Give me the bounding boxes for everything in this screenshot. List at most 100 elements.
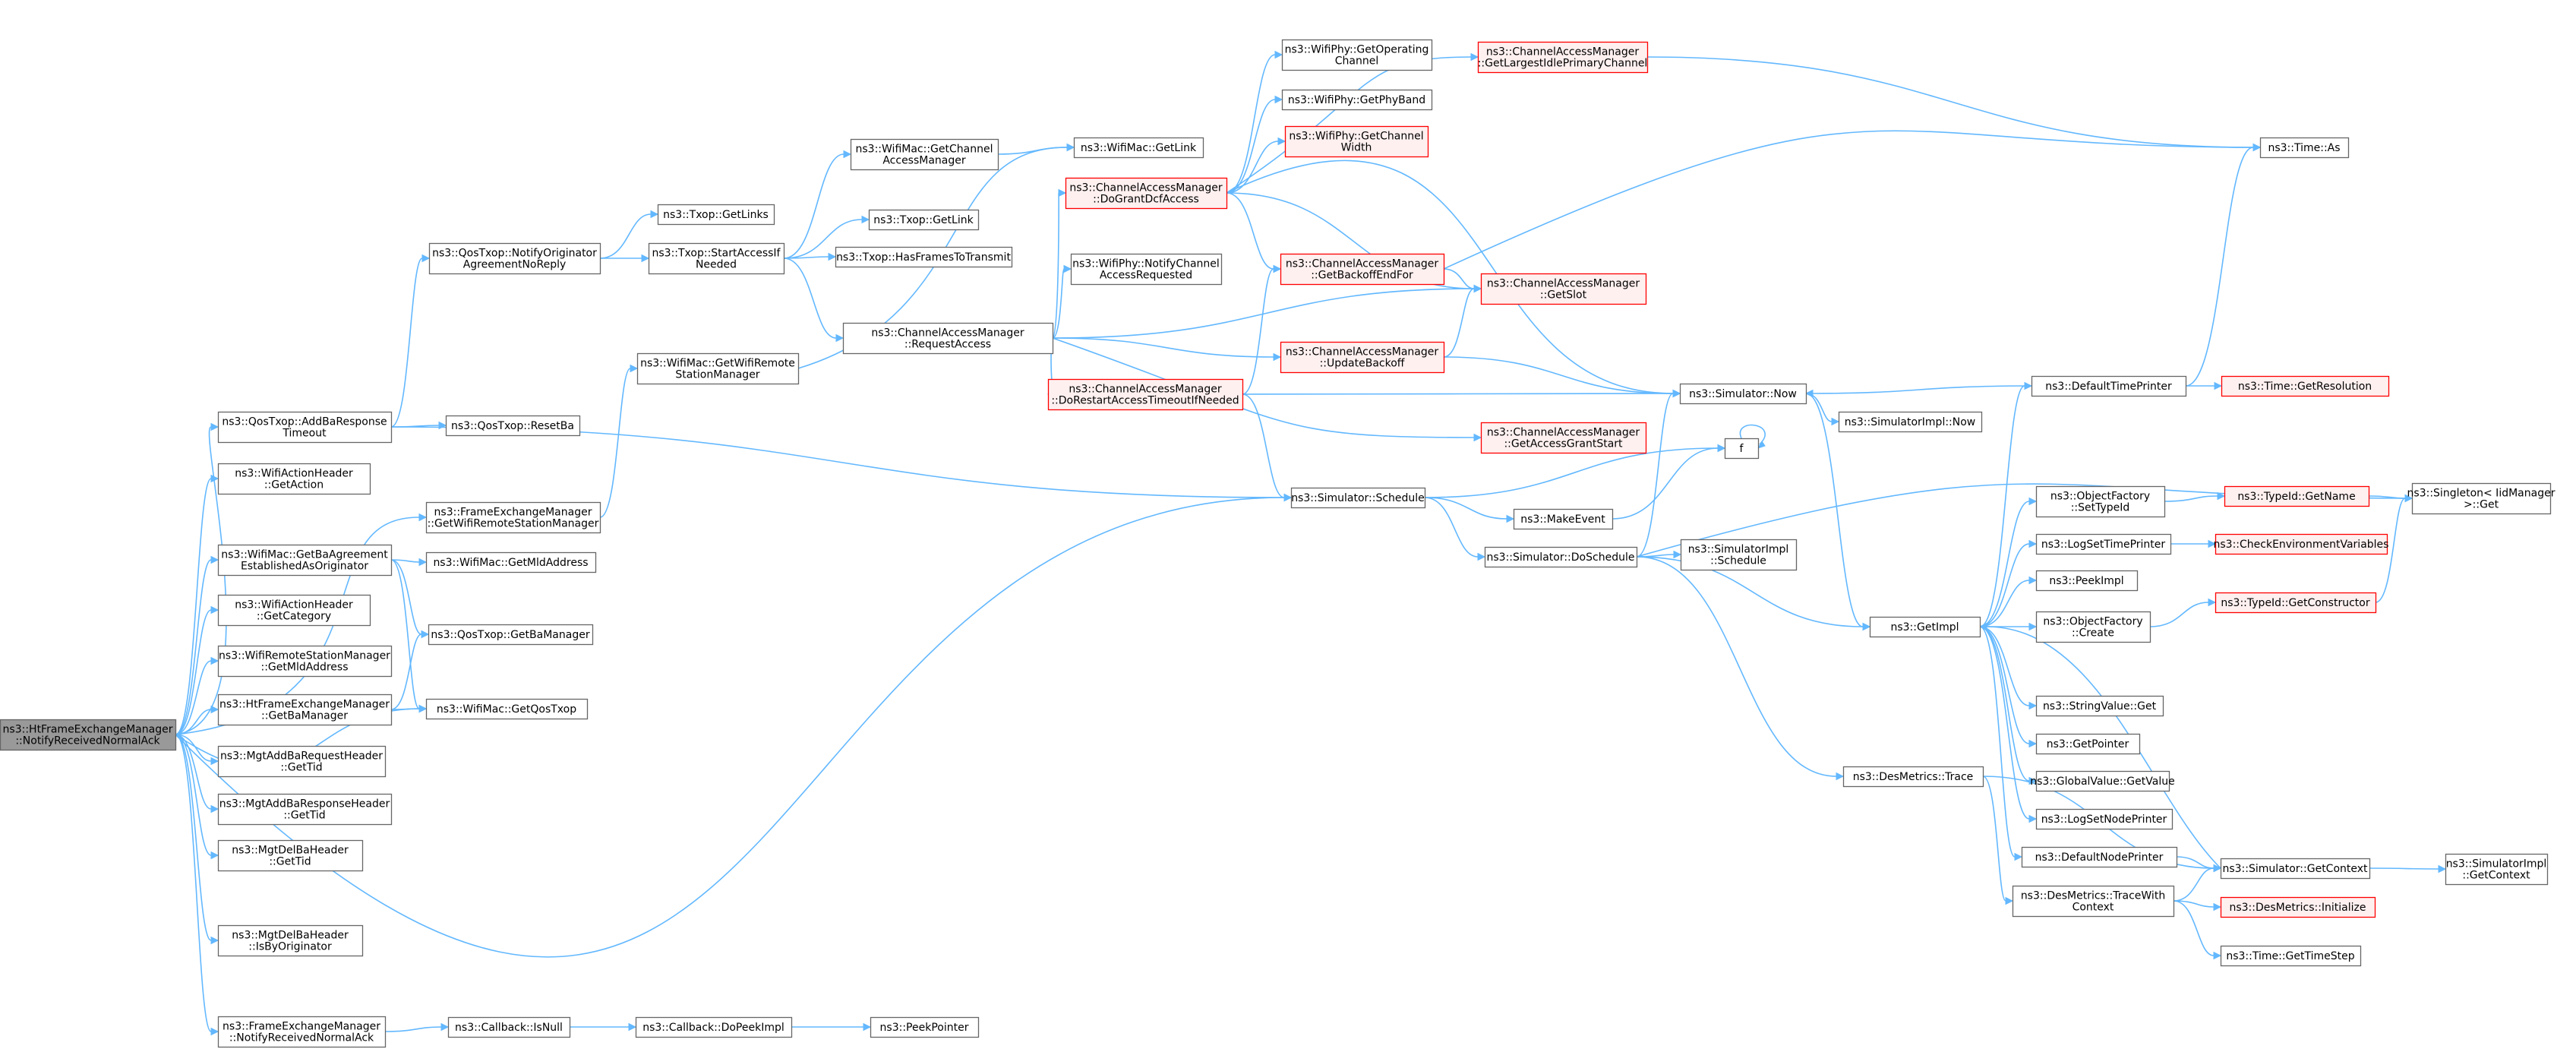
node-label: ::DoRestartAccessTimeoutIfNeeded bbox=[1051, 395, 1239, 407]
function-node-peekimpl[interactable]: ns3::PeekImpl bbox=[2035, 570, 2139, 592]
function-node-logsettime[interactable]: ns3::LogSetTimePrinter bbox=[2035, 533, 2172, 555]
function-node-peekptr[interactable]: ns3::PeekPointer bbox=[870, 1016, 980, 1038]
node-box bbox=[2445, 853, 2549, 886]
function-node-implschedule[interactable]: ns3::SimulatorImpl::Schedule bbox=[1680, 539, 1798, 571]
function-node-getpointer[interactable]: ns3::GetPointer bbox=[2035, 733, 2141, 755]
function-node-of-settype[interactable]: ns3::ObjectFactory::SetTypeId bbox=[2035, 485, 2166, 518]
function-node-getqostxop[interactable]: ns3::WifiMac::GetQosTxop bbox=[425, 698, 589, 720]
node-label: ::GetAction bbox=[264, 479, 324, 491]
function-node-delba-orig[interactable]: ns3::MgtDelBaHeader::IsByOriginator bbox=[217, 924, 364, 957]
node-label: ns3::MgtAddBaRequestHeader bbox=[220, 750, 383, 763]
node-label: ns3::WifiMac::GetMldAddress bbox=[433, 557, 588, 569]
function-node-getaccessgrant[interactable]: ns3::ChannelAccessManager::GetAccessGran… bbox=[1480, 422, 1647, 454]
function-node-defnode[interactable]: ns3::DefaultNodePrinter bbox=[2021, 846, 2178, 868]
function-node-typeid-ctor[interactable]: ns3::TypeId::GetConstructor bbox=[2215, 592, 2377, 614]
function-node-destrace[interactable]: ns3::DesMetrics::Trace bbox=[1842, 766, 1984, 788]
function-node-getimpl[interactable]: ns3::GetImpl bbox=[1869, 616, 1981, 638]
function-node-addbaresp-tid[interactable]: ns3::MgtAddBaResponseHeader::GetTid bbox=[217, 793, 393, 826]
node-label: ns3::WifiMac::GetChannel bbox=[856, 144, 993, 156]
function-node-singleton[interactable]: ns3::Singleton< IidManager>::Get bbox=[2407, 482, 2555, 515]
function-node-makeevent[interactable]: ns3::MakeEvent bbox=[1513, 508, 1614, 530]
function-node-txop-getlink[interactable]: ns3::Txop::GetLink bbox=[868, 209, 980, 231]
function-node-typeid-name[interactable]: ns3::TypeId::GetName bbox=[2224, 485, 2370, 507]
function-node-timeas[interactable]: ns3::Time::As bbox=[2259, 137, 2350, 159]
function-node-defprinter[interactable]: ns3::DefaultTimePrinter bbox=[2031, 375, 2187, 397]
function-node-rsm-getmld[interactable]: ns3::WifiRemoteStationManager::GetMldAdd… bbox=[217, 645, 393, 678]
function-node-fem-getremote[interactable]: ns3::FrameExchangeManager::GetWifiRemote… bbox=[425, 501, 601, 534]
function-node-htfem-getbam[interactable]: ns3::HtFrameExchangeManager::GetBaManage… bbox=[217, 694, 393, 726]
arrowhead bbox=[2028, 576, 2038, 585]
function-node-updatebackoff[interactable]: ns3::ChannelAccessManager::UpdateBackoff bbox=[1280, 341, 1445, 374]
call-edge bbox=[2149, 598, 2217, 627]
call-edge bbox=[783, 258, 844, 343]
call-edge bbox=[1226, 95, 1283, 194]
call-edge bbox=[1979, 626, 2038, 823]
node-label: ns3::WifiMac::GetLink bbox=[1081, 142, 1197, 154]
node-label: ns3::DefaultNodePrinter bbox=[2035, 852, 2164, 864]
function-node-qos-getbam[interactable]: ns3::QosTxop::GetBaManager bbox=[428, 624, 594, 646]
node-label: ns3::Time::As bbox=[2268, 142, 2340, 154]
function-node-dopeek[interactable]: ns3::Callback::DoPeekImpl bbox=[635, 1016, 793, 1038]
function-node-resetba[interactable]: ns3::QosTxop::ResetBa bbox=[445, 415, 581, 437]
function-node-root[interactable]: ns3::HtFrameExchangeManager::NotifyRecei… bbox=[0, 719, 177, 751]
function-node-mac-getmld[interactable]: ns3::WifiMac::GetMldAddress bbox=[425, 551, 597, 573]
function-node-dogrant[interactable]: ns3::ChannelAccessManager::DoGrantDcfAcc… bbox=[1065, 177, 1228, 210]
function-node-getslot[interactable]: ns3::ChannelAccessManager::GetSlot bbox=[1480, 273, 1647, 305]
function-node-getaction[interactable]: ns3::WifiActionHeader::GetAction bbox=[217, 463, 371, 495]
function-node-getbaagree[interactable]: ns3::WifiMac::GetBaAgreementEstablishedA… bbox=[217, 544, 393, 577]
node-label: ns3::WifiActionHeader bbox=[235, 468, 353, 480]
node-label: ns3::Time::GetTimeStep bbox=[2226, 950, 2354, 962]
function-node-checkenv[interactable]: ns3::CheckEnvironmentVariables bbox=[2214, 533, 2389, 555]
function-node-mac-getremote[interactable]: ns3::WifiMac::GetWifiRemoteStationManage… bbox=[636, 352, 800, 385]
function-node-doschedule[interactable]: ns3::Simulator::DoSchedule bbox=[1484, 546, 1638, 568]
function-node-hasframes[interactable]: ns3::Txop::HasFramesToTransmit bbox=[835, 246, 1013, 268]
function-node-getbackoff[interactable]: ns3::ChannelAccessManager::GetBackoffEnd… bbox=[1280, 253, 1445, 286]
function-node-reqaccess[interactable]: ns3::ChannelAccessManager::RequestAccess bbox=[842, 322, 1054, 355]
function-node-qos-notify[interactable]: ns3::QosTxop::NotifyOriginatorAgreementN… bbox=[428, 242, 601, 275]
function-node-simnow[interactable]: ns3::Simulator::Now bbox=[1679, 383, 1807, 405]
function-node-of-create[interactable]: ns3::ObjectFactory::Create bbox=[2035, 611, 2151, 643]
node-box bbox=[445, 415, 581, 437]
function-node-implnow[interactable]: ns3::SimulatorImpl::Now bbox=[1838, 411, 1983, 433]
function-node-gettimestep[interactable]: ns3::Time::GetTimeStep bbox=[2220, 945, 2362, 967]
function-node-fem-notify[interactable]: ns3::FrameExchangeManager::NotifyReceive… bbox=[217, 1016, 387, 1048]
function-node-f[interactable]: f bbox=[1724, 438, 1760, 460]
function-node-getlargest[interactable]: ns3::ChannelAccessManager::GetLargestIdl… bbox=[1478, 41, 1649, 74]
call-edge bbox=[1052, 188, 1067, 339]
node-label: ns3::ChannelAccessManager bbox=[1487, 427, 1640, 439]
function-node-schedule[interactable]: ns3::Simulator::Schedule bbox=[1290, 487, 1426, 509]
function-node-getres[interactable]: ns3::Time::GetResolution bbox=[2221, 375, 2390, 397]
function-node-notifychan[interactable]: ns3::WifiPhy::NotifyChannelAccessRequest… bbox=[1070, 253, 1223, 286]
function-node-mac-getlink[interactable]: ns3::WifiMac::GetLink bbox=[1073, 137, 1204, 159]
function-node-desinit[interactable]: ns3::DesMetrics::Initialize bbox=[2220, 896, 2376, 918]
call-edge bbox=[175, 474, 219, 735]
function-node-txop-getlinks[interactable]: ns3::Txop::GetLinks bbox=[657, 204, 775, 226]
function-node-isnull[interactable]: ns3::Callback::IsNull bbox=[447, 1016, 571, 1038]
function-node-dorestart[interactable]: ns3::ChannelAccessManager::DoRestartAcce… bbox=[1047, 378, 1244, 411]
function-node-implgetctx[interactable]: ns3::SimulatorImpl::GetContext bbox=[2445, 853, 2549, 886]
node-box bbox=[1047, 378, 1244, 411]
function-node-getcategory[interactable]: ns3::WifiActionHeader::GetCategory bbox=[217, 594, 371, 627]
function-node-simgetctx[interactable]: ns3::Simulator::GetContext bbox=[2220, 858, 2371, 880]
function-node-globget[interactable]: ns3::GlobalValue::GetValue bbox=[2030, 770, 2175, 792]
node-box bbox=[1480, 422, 1647, 454]
function-node-getphyband[interactable]: ns3::WifiPhy::GetPhyBand bbox=[1281, 89, 1433, 111]
node-box bbox=[1484, 546, 1638, 568]
arrowhead bbox=[1804, 389, 1814, 398]
function-node-logsetnode[interactable]: ns3::LogSetNodePrinter bbox=[2035, 808, 2174, 830]
node-label: ::SetTypeId bbox=[2071, 502, 2130, 514]
node-box bbox=[2021, 846, 2178, 868]
node-label: ::GetContext bbox=[2462, 870, 2530, 882]
function-node-strget[interactable]: ns3::StringValue::Get bbox=[2035, 695, 2164, 717]
call-edge bbox=[2173, 900, 2222, 912]
node-label: ns3::Time::GetResolution bbox=[2238, 381, 2372, 393]
function-node-delba-tid[interactable]: ns3::MgtDelBaHeader::GetTid bbox=[217, 839, 364, 872]
function-node-addbareq-tid[interactable]: ns3::MgtAddBaRequestHeader::GetTid bbox=[217, 745, 387, 778]
arrowhead bbox=[1277, 137, 1286, 146]
